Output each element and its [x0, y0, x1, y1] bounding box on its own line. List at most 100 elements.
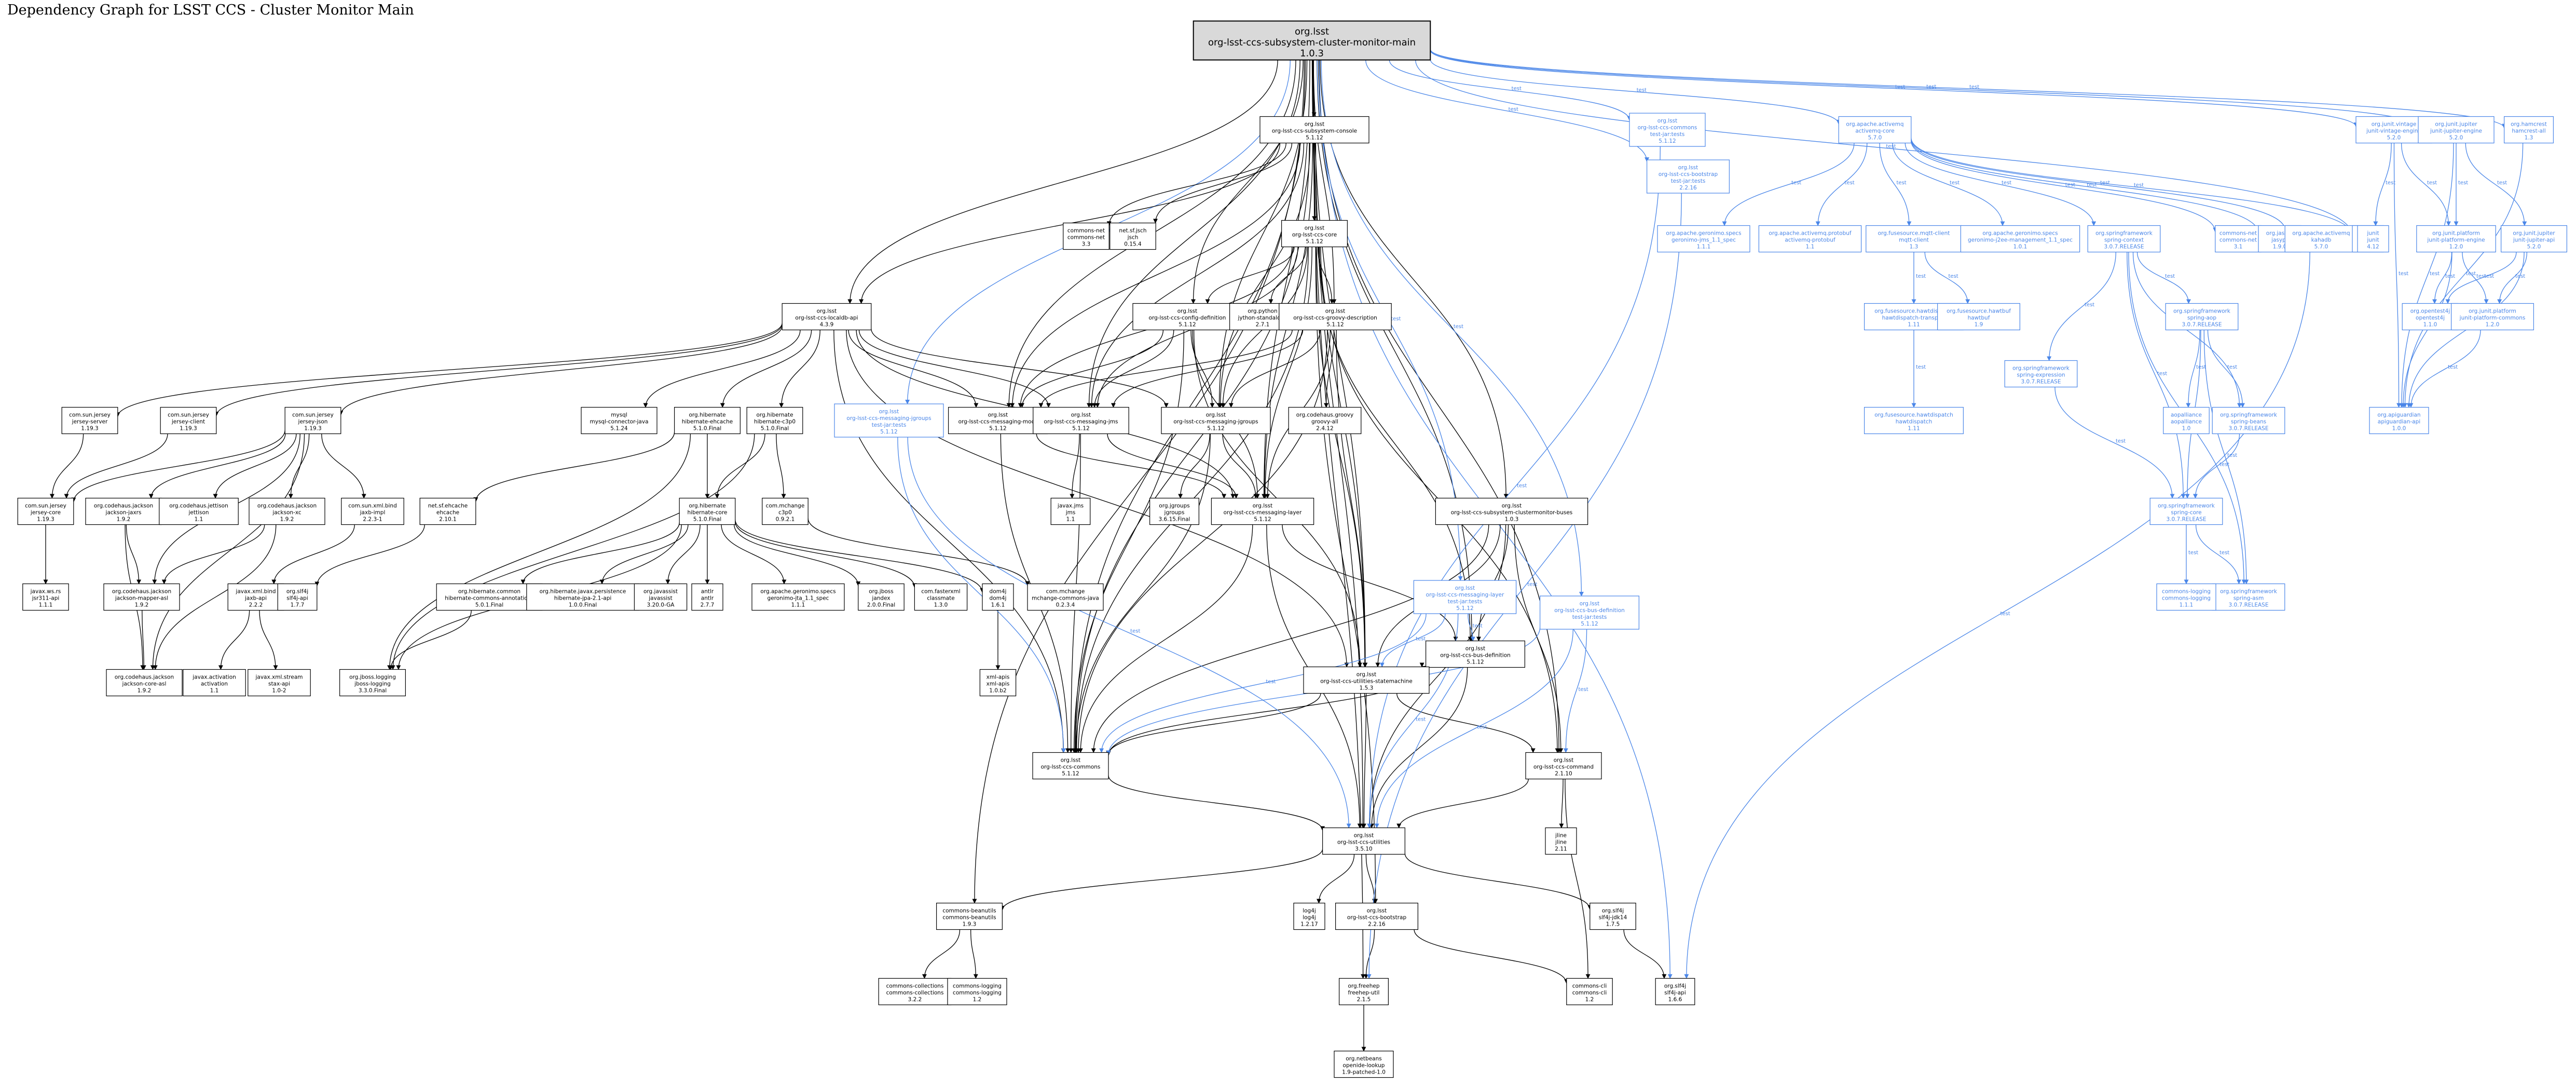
edge-clustermonbus-ccscommons	[1091, 524, 1489, 753]
node-label-line: 1.19.3	[180, 426, 197, 432]
node-box	[1281, 220, 1348, 248]
node-label-line: org.fusesource.hawtbuf	[1947, 308, 2011, 315]
node-label-line: org.junit.jupiter	[2435, 121, 2477, 128]
node-hawtdispatchcore: org.fusesource.hawtdispatchhawtdispatch1…	[1864, 407, 1964, 435]
node-label-line: org.slf4j	[1664, 983, 1686, 990]
node-box	[1864, 407, 1964, 435]
node-box	[2215, 225, 2262, 253]
node-label-line: org.springframework	[2173, 308, 2231, 315]
node-label-line: 2.2.16	[1679, 185, 1697, 191]
node-label-line: 3.6.15.Final	[1159, 517, 1190, 523]
edge-label: test	[2165, 274, 2175, 279]
edge-root-groovydesc	[1313, 60, 1337, 304]
node-box	[106, 669, 183, 697]
node-box	[526, 583, 639, 611]
edge-springaop-springasm	[2203, 330, 2249, 585]
node-box	[1413, 580, 1517, 614]
node-label-line: 1.9.2	[280, 517, 294, 523]
edge-statemachine-ccsutilities	[1361, 693, 1367, 829]
node-label-line: jasypt	[2271, 237, 2288, 243]
edge-ccscommand-ccsutilities	[1396, 779, 1529, 829]
node-label-line: antlr	[701, 589, 714, 595]
node-label-line: 3.0.7.RELEASE	[2229, 602, 2269, 608]
edge-label: test	[2448, 364, 2458, 370]
edge-hibc3p0-hibcore	[715, 433, 765, 499]
node-label-line: junit-jupiter-api	[2513, 237, 2555, 243]
edge-ccscommons-ccsutilities	[1108, 775, 1325, 831]
edge-label: test	[1637, 88, 1647, 93]
node-label-line: org.hibernate.common	[458, 589, 520, 595]
node-amqprotobuf: org.apache.activemq.protobufactivemq-pro…	[1758, 225, 1862, 253]
edge-label: test	[1949, 274, 1958, 279]
node-label-line: aopalliance	[2171, 412, 2202, 418]
edge-bootstrap-commonscli	[1414, 929, 1569, 984]
node-label-line: org.hibernate	[689, 503, 725, 509]
node-label-line: org.lsst	[1295, 26, 1329, 37]
node-label-line: 4.12	[2367, 244, 2379, 250]
edge-cfgdef-msgjms	[1092, 330, 1174, 408]
node-label-line: org.lsst	[1177, 308, 1198, 315]
node-label-line: org.springframework	[2220, 589, 2278, 595]
node-label-line: aopalliance	[2171, 419, 2202, 425]
node-label-line: org-lsst-ccs-bootstrap	[1347, 915, 1407, 921]
node-label-line: jsch	[1127, 235, 1139, 241]
node-label-line: org.fusesource.mqtt-client	[1878, 231, 1950, 237]
node-box	[1435, 497, 1588, 525]
node-label-line: mysql	[611, 412, 627, 418]
node-label-line: org-lsst-ccs-core	[1292, 232, 1337, 238]
edge-activemqcore-springcontext	[1904, 143, 2097, 226]
node-label-line: commons-collections	[886, 983, 944, 990]
edge-localdb-jerseyserver	[115, 323, 783, 417]
node-label-line: jersey-json	[298, 419, 328, 425]
node-label-line: 3.0.7.RELEASE	[2182, 322, 2222, 328]
edge-statemachine-ccscommand	[1396, 693, 1536, 753]
edge-label: test	[2196, 364, 2206, 370]
node-label-line: org-lsst-ccs-messaging-layer	[1224, 510, 1302, 516]
node-label-line: org-lsst-ccs-bootstrap	[1659, 171, 1718, 178]
node-label-line: com.sun.jersey	[292, 412, 334, 418]
node-label-line: net.sf.ehcache	[428, 503, 468, 509]
node-geronimojta: org.apache.geronimo.specsgeronimo-jta_1.…	[751, 583, 845, 611]
node-label-line: 1.0	[2182, 426, 2191, 432]
node-box	[277, 583, 318, 611]
node-label-line: 5.1.12	[1581, 621, 1598, 627]
edge-root-jupiterengine	[1430, 49, 2421, 128]
node-springcontext: org.springframeworkspring-context3.0.7.R…	[2087, 225, 2161, 253]
node-label-line: mysql-connector-java	[590, 419, 649, 425]
node-label-line: org.codehaus.jackson	[112, 589, 171, 595]
node-box	[982, 583, 1014, 611]
edge-label: test	[2515, 274, 2525, 279]
node-label-line: 1.1.1	[39, 602, 53, 608]
node-label-line: stax-api	[268, 681, 290, 687]
node-box	[1193, 20, 1431, 61]
node-label-line: 1.0.b2	[989, 688, 1006, 694]
node-box	[248, 669, 311, 697]
node-label-line: junit	[2366, 231, 2379, 237]
node-label-line: com.sun.jersey	[25, 503, 66, 509]
node-label-line: 4.3.9	[820, 322, 834, 328]
node-label-line: test-jar:tests	[872, 422, 907, 428]
edge-label: test	[2227, 453, 2237, 458]
edge-root-busdef	[1317, 60, 1474, 642]
node-label-line: junit-platform-engine	[2427, 237, 2485, 243]
edge-label: test	[1791, 180, 1801, 186]
edge-jerseyjson-jcoreasl	[150, 433, 305, 670]
node-box	[679, 497, 736, 525]
edge-label: test	[2100, 180, 2110, 186]
edge-msgjg-jgroups	[1178, 433, 1210, 499]
node-label-line: antlr	[701, 595, 714, 602]
node-label-line: 5.1.12	[989, 426, 1006, 432]
node-label-line: 5.1.12	[1659, 138, 1676, 144]
edge-platformengine-opentest4j	[2432, 252, 2452, 304]
node-label-line: xml-apis	[986, 674, 1010, 681]
edge-activemqcore-gjms	[1722, 143, 1855, 226]
edge-jaxbimpl-jaxbapi	[271, 524, 355, 585]
node-label-line: 5.7.0	[2314, 244, 2328, 250]
node-label-line: org.slf4j	[1602, 908, 1624, 914]
